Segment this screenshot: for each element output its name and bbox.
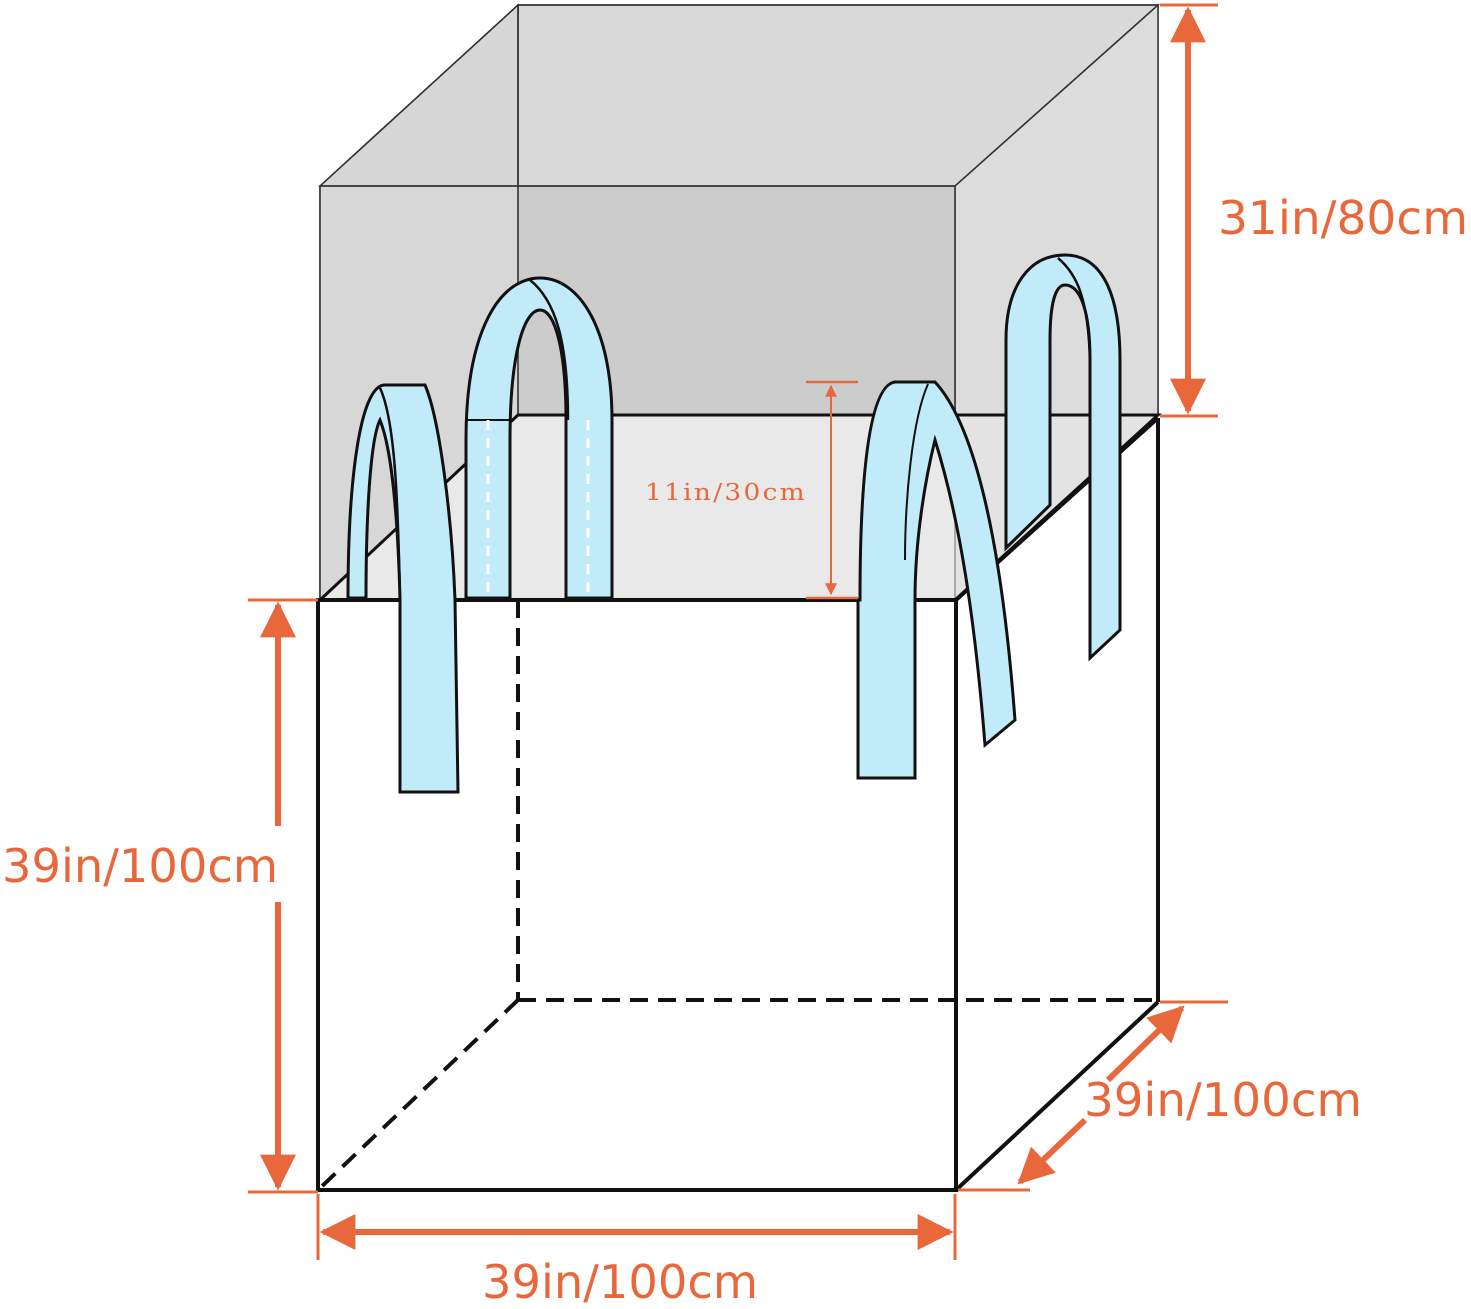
label-width: 39in/100cm (482, 1255, 758, 1309)
label-handle-height: 11in/30cm (645, 480, 807, 506)
dimension-labels: 31in/80cm 39in/100cm 39in/100cm 39in/100… (2, 191, 1468, 1309)
hidden-edge-left-bottom (318, 998, 520, 1190)
bag-right-bottom-edge (954, 1000, 1160, 1192)
label-depth: 39in/100cm (1084, 1073, 1362, 1127)
dimension-lines (248, 3, 1228, 1260)
loop-back-left (464, 276, 614, 600)
loop-front-left (346, 383, 460, 794)
top-skirt-rim (318, 4, 1160, 187)
loop-back-right (1004, 253, 1122, 662)
label-body-height: 39in/100cm (2, 839, 278, 893)
dim-depth-arrow-lower (1017, 1117, 1088, 1185)
dim-depth-arrow-upper (1105, 1005, 1185, 1083)
loop-front-right (856, 380, 1017, 780)
label-top-height: 31in/80cm (1218, 191, 1468, 245)
lifting-loops (346, 253, 1122, 794)
bag-front-face (316, 598, 958, 1192)
bag-body (316, 416, 1160, 1192)
